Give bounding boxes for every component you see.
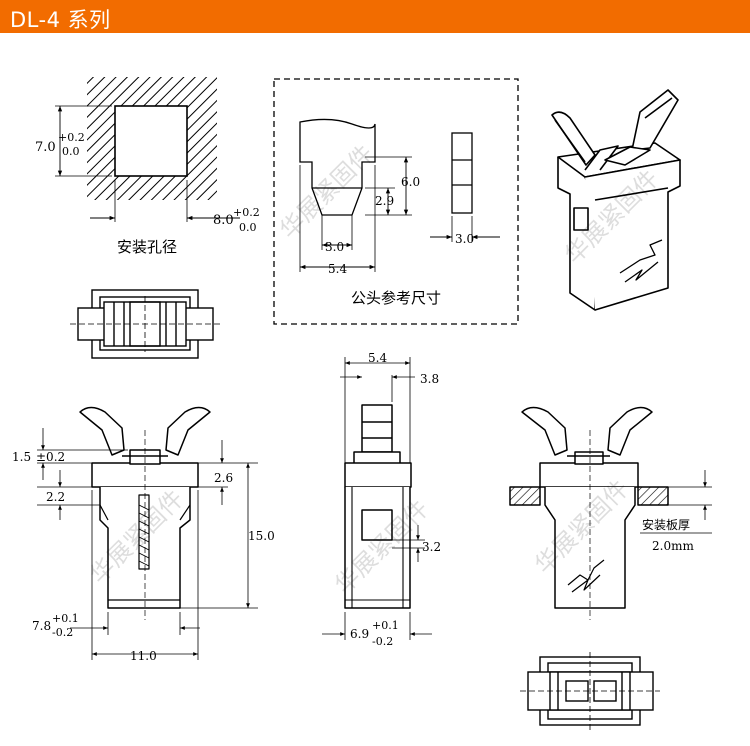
front-view (79, 406, 211, 620)
male-thickness-dim: 3.0 (455, 232, 474, 246)
front-body-dim: 7.8 (32, 619, 51, 633)
male-height-dim: 6.0 (401, 175, 420, 189)
installed-dimensions (640, 470, 712, 534)
side-window-dim: 3.2 (422, 540, 441, 554)
hole-width-tol-upper: +0.2 (233, 206, 260, 219)
front-flange-dim: 11.0 (130, 649, 157, 663)
male-tongue-side (430, 132, 500, 242)
installed-thickness-label: 2.0mm (652, 539, 694, 553)
side-body-tol-upper: +0.1 (372, 619, 399, 632)
hole-width-value: 8.0 (213, 213, 234, 228)
title-bar: DL-4 系列 (0, 0, 750, 33)
male-caption: 公头参考尺寸 (351, 289, 441, 307)
front-height-dim: 15.0 (248, 529, 275, 543)
mounting-hole-view (55, 77, 240, 222)
top-view (70, 289, 220, 359)
side-tongue-dim: 3.8 (420, 372, 439, 386)
latch-isometric (551, 89, 681, 311)
series-title: DL-4 系列 (10, 8, 111, 32)
hole-height-tol-upper: +0.2 (58, 131, 85, 144)
front-collar-dim: 2.2 (46, 490, 65, 504)
front-view-dimensions (37, 428, 258, 660)
male-width-dim: 5.4 (328, 262, 347, 276)
hole-width-tol-lower: 0.0 (239, 221, 257, 234)
hole-height-tol-lower: 0.0 (62, 145, 80, 158)
male-reference-frame (273, 78, 519, 325)
front-top-dim: 1.5 (12, 450, 31, 464)
hole-caption: 安装孔径 (117, 238, 177, 256)
front-side-dim: 2.6 (214, 471, 233, 485)
side-body-dim: 6.9 (350, 627, 369, 641)
side-body-tol-lower: -0.2 (372, 635, 393, 648)
front-top-tol: ±0.2 (36, 450, 65, 464)
male-step-dim: 2.9 (375, 194, 394, 208)
front-body-tol-lower: -0.2 (52, 626, 73, 639)
front-body-tol-upper: +0.1 (52, 612, 79, 625)
installed-view (509, 406, 669, 620)
side-view-dimensions (322, 357, 432, 640)
side-view (344, 404, 412, 609)
male-tongue-front (299, 118, 412, 272)
side-top-width-dim: 5.4 (368, 351, 387, 365)
hole-height-value: 7.0 (35, 140, 56, 155)
installed-panel-label: 安装板厚 (642, 517, 690, 532)
male-neck-dim: 3.0 (325, 240, 344, 254)
bottom-view (520, 652, 660, 730)
